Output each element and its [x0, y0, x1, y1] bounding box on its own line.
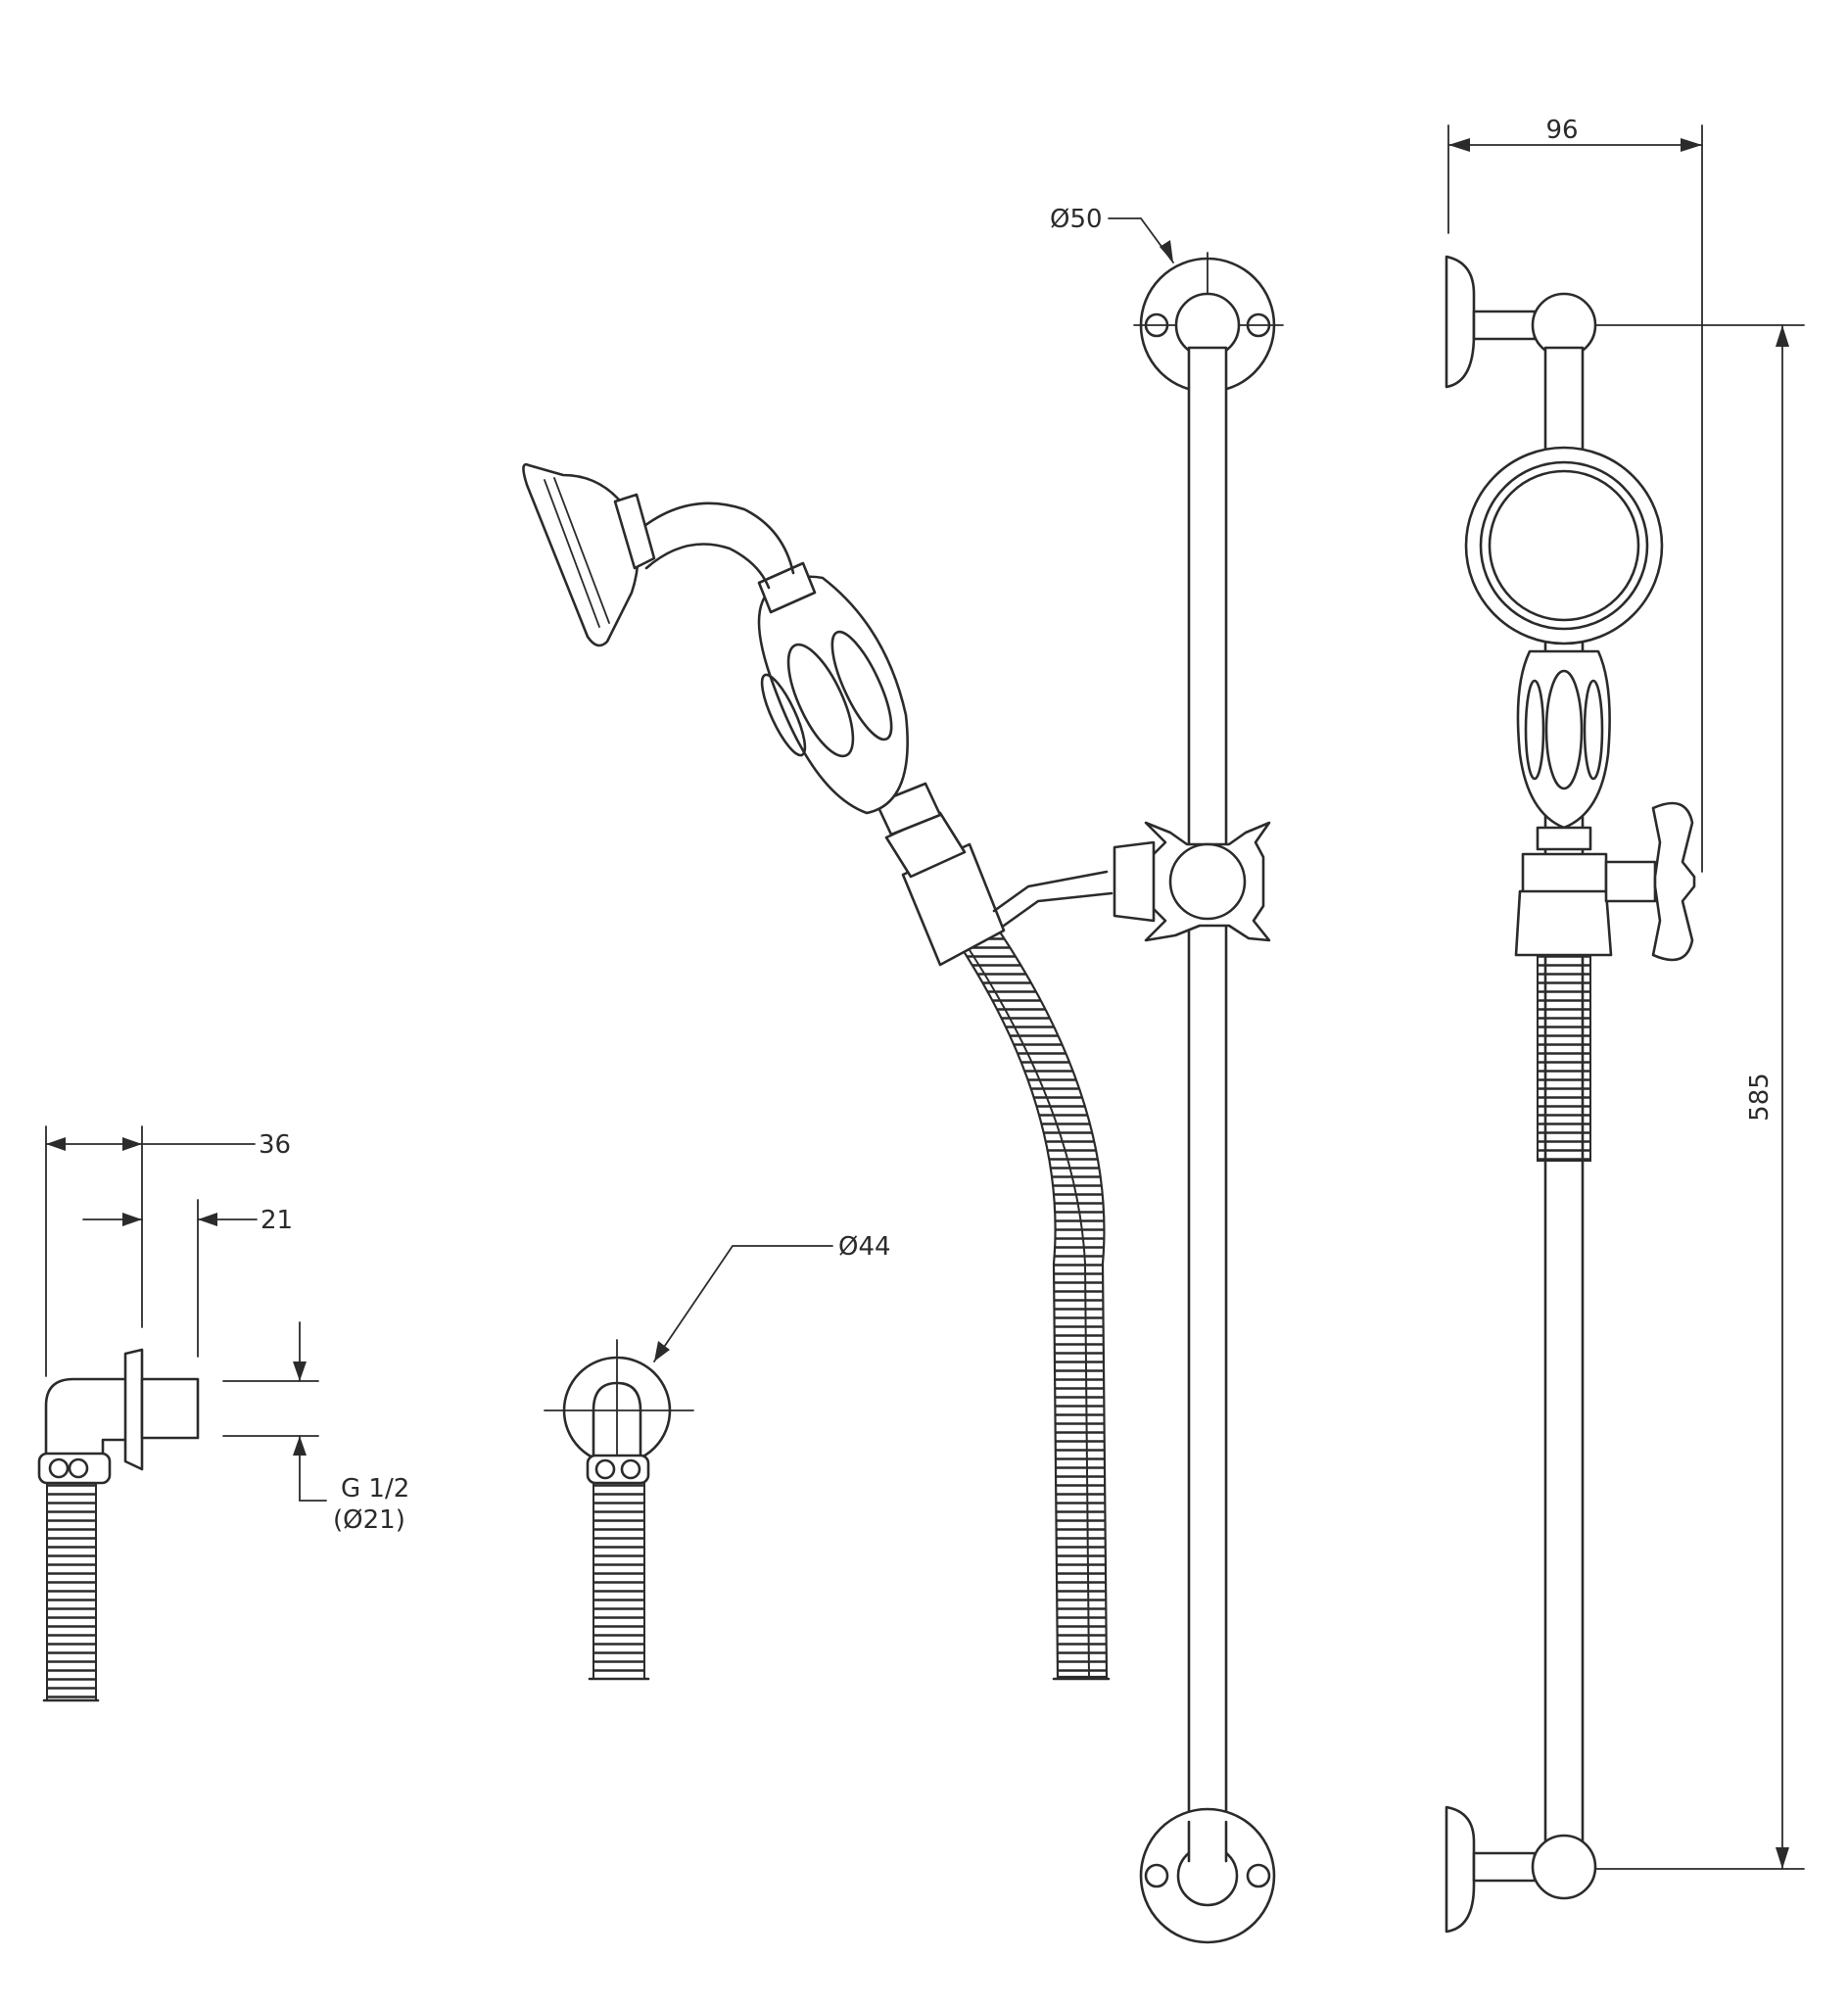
- dim-36: 36: [259, 1130, 291, 1160]
- dim-21: 21: [261, 1206, 293, 1235]
- hand-shower-front-view: [522, 462, 1114, 1681]
- slide-rail-side-view: [1445, 124, 1805, 1934]
- thread-spec: G 1/2: [341, 1474, 409, 1504]
- dim-height-585: 585: [1745, 1073, 1775, 1122]
- wall-outlet-front-view: [544, 1245, 833, 1681]
- wall-outlet-side-view: [37, 1125, 327, 1702]
- dim-width-96: 96: [1545, 116, 1578, 145]
- dim-dia-50: Ø50: [1050, 205, 1103, 234]
- slide-rail-front-view: [1108, 217, 1284, 1944]
- dim-dia-44: Ø44: [838, 1232, 891, 1262]
- thread-dia: (Ø21): [333, 1505, 405, 1535]
